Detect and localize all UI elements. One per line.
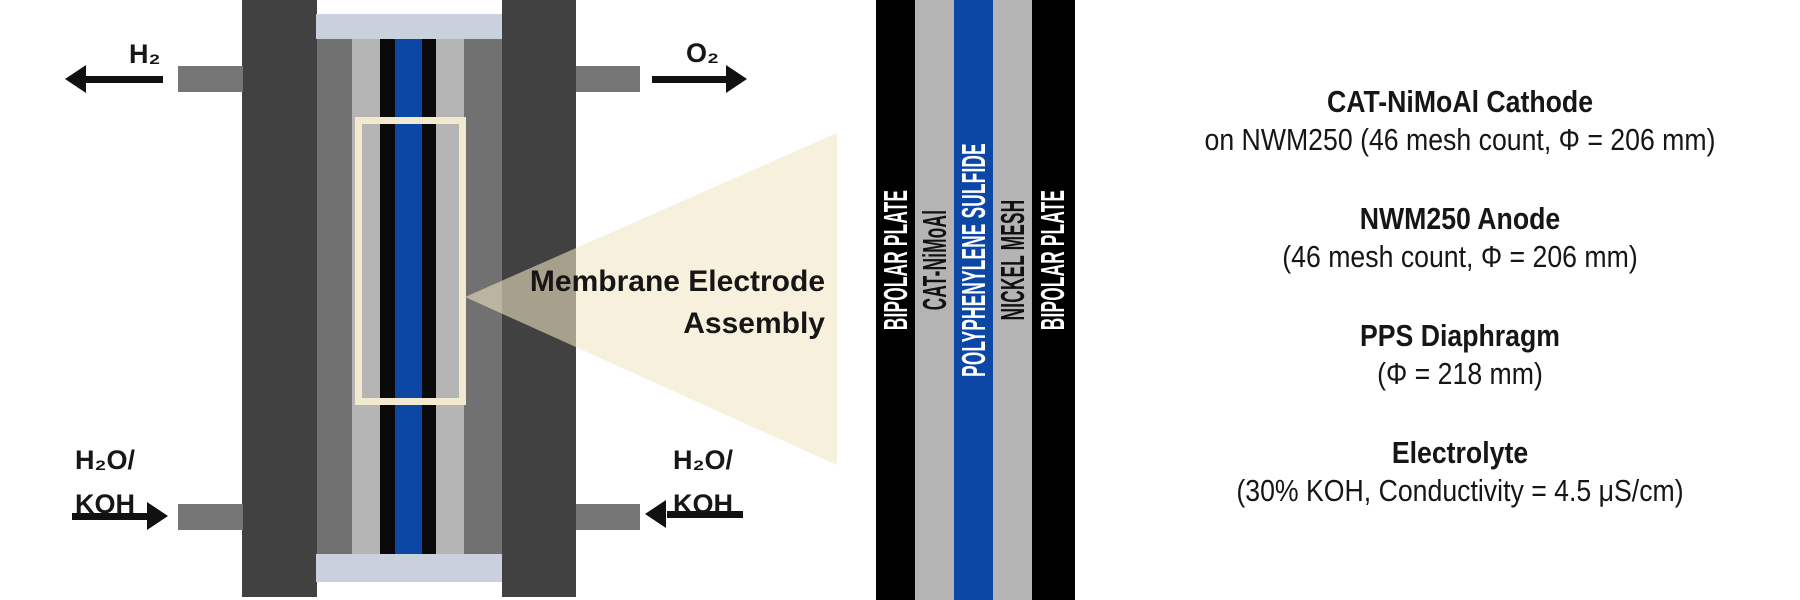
spec-electrolyte-title: Electrolyte: [1391, 435, 1529, 470]
spec-electrolyte: Electrolyte (30% KOH, Conductivity = 4.5…: [1140, 434, 1780, 510]
h2-label: H₂: [129, 39, 161, 69]
zoom-label-nickel-mesh: NICKEL MESH: [994, 199, 1031, 321]
spec-diaphragm: PPS Diaphragm (Φ = 218 mm): [1140, 317, 1780, 393]
cell-bottom-gasket: [316, 554, 502, 582]
h2-arrowhead-icon: [65, 65, 86, 93]
feed-right-line1: H₂O/: [673, 445, 733, 475]
cell-layer-mesh-right: [422, 39, 436, 554]
spec-anode-detail: (46 mesh count, Φ = 206 mm): [1282, 239, 1638, 274]
cell-layer-bipolar-left: [317, 39, 352, 554]
mea-callout: Membrane Electrode Assembly: [500, 261, 825, 345]
zoom-band-pps: [954, 0, 993, 600]
mea-callout-line1: Membrane Electrode: [529, 265, 825, 298]
spec-cathode-title: CAT-NiMoAl Cathode: [1326, 84, 1594, 119]
spec-diaphragm-title: PPS Diaphragm: [1359, 318, 1561, 353]
zoom-band-nickel-mesh: [993, 0, 1032, 600]
feed-right-arrowhead-icon: [645, 500, 666, 528]
feed-left-line2: KOH: [75, 489, 135, 519]
zoom-band-cat-nimoal: [915, 0, 954, 600]
cell-layer-mesh-left: [380, 39, 395, 554]
port-feed-right: [576, 504, 640, 530]
feed-right-arrow-line: [667, 511, 743, 518]
spec-diaphragm-detail: (Φ = 218 mm): [1377, 356, 1543, 391]
o2-label: O₂: [686, 38, 719, 68]
feed-right-label: H₂O/ KOH: [653, 438, 753, 526]
feed-right-line2: KOH: [673, 489, 733, 519]
feed-left-label: H₂O/ KOH: [55, 438, 155, 526]
zoom-label-bipolar-left: BIPOLAR PLATE: [877, 189, 914, 331]
spec-cathode: CAT-NiMoAl Cathode on NWM250 (46 mesh co…: [1140, 83, 1780, 159]
zoom-band-bipolar-right: [1032, 0, 1075, 600]
zoom-label-pps: POLYPHENYLENE SULFIDE: [955, 143, 992, 377]
component-spec-panel: CAT-NiMoAl Cathode on NWM250 (46 mesh co…: [1140, 83, 1780, 551]
feed-left-arrow-line: [72, 513, 148, 520]
cell-top-gasket: [316, 14, 502, 39]
cell-layer-diaphragm: [395, 39, 422, 554]
port-o2-out: [576, 66, 640, 92]
o2-arrowhead-icon: [726, 65, 747, 93]
spec-cathode-detail: on NWM250 (46 mesh count, Φ = 206 mm): [1204, 122, 1716, 157]
feed-left-line1: H₂O/: [75, 445, 135, 475]
port-h2-out: [178, 66, 243, 92]
zoom-label-bipolar-right: BIPOLAR PLATE: [1034, 189, 1071, 331]
feed-left-arrowhead-icon: [147, 502, 168, 530]
cell-left-endplate: [242, 0, 317, 597]
port-feed-left: [178, 504, 243, 530]
o2-arrow-line: [652, 76, 727, 83]
spec-anode: NWM250 Anode (46 mesh count, Φ = 206 mm): [1140, 200, 1780, 276]
h2-arrow-line: [85, 76, 163, 83]
spec-electrolyte-detail: (30% KOH, Conductivity = 4.5 μS/cm): [1236, 473, 1684, 508]
spec-anode-title: NWM250 Anode: [1359, 201, 1561, 236]
zoom-band-bipolar-left: [876, 0, 915, 600]
mea-highlight-box: [355, 117, 466, 405]
mea-callout-line2: Assembly: [683, 307, 825, 340]
zoom-label-cat-nimoal: CAT-NiMoAl: [916, 209, 953, 311]
